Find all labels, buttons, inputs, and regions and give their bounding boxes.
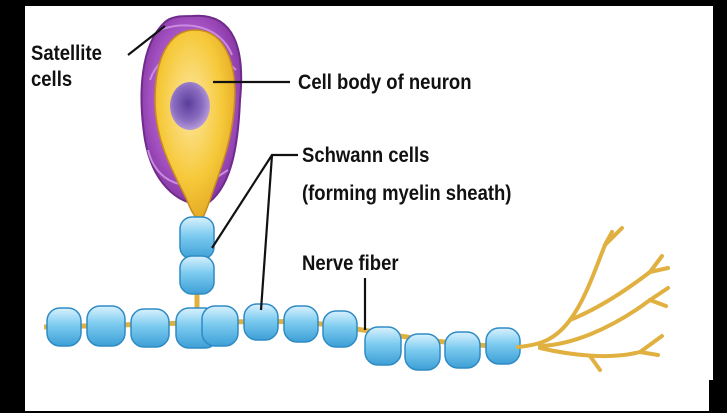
label-nerve-fiber: Nerve fiber — [302, 250, 399, 277]
schwann-cells-horizontal — [47, 304, 520, 370]
leader-schwann-2 — [261, 155, 272, 310]
cell-body — [155, 30, 235, 220]
schwann-cells-vertical — [180, 217, 214, 294]
label-schwann-line2: (forming myelin sheath) — [302, 180, 511, 207]
label-satellite-line1: Satellite — [31, 40, 102, 67]
label-schwann-line1: Schwann cells — [302, 142, 429, 169]
label-cell-body: Cell body of neuron — [298, 69, 472, 96]
label-satellite-line2: cells — [31, 66, 72, 93]
nucleus — [170, 82, 210, 130]
axon-terminals — [518, 228, 668, 370]
